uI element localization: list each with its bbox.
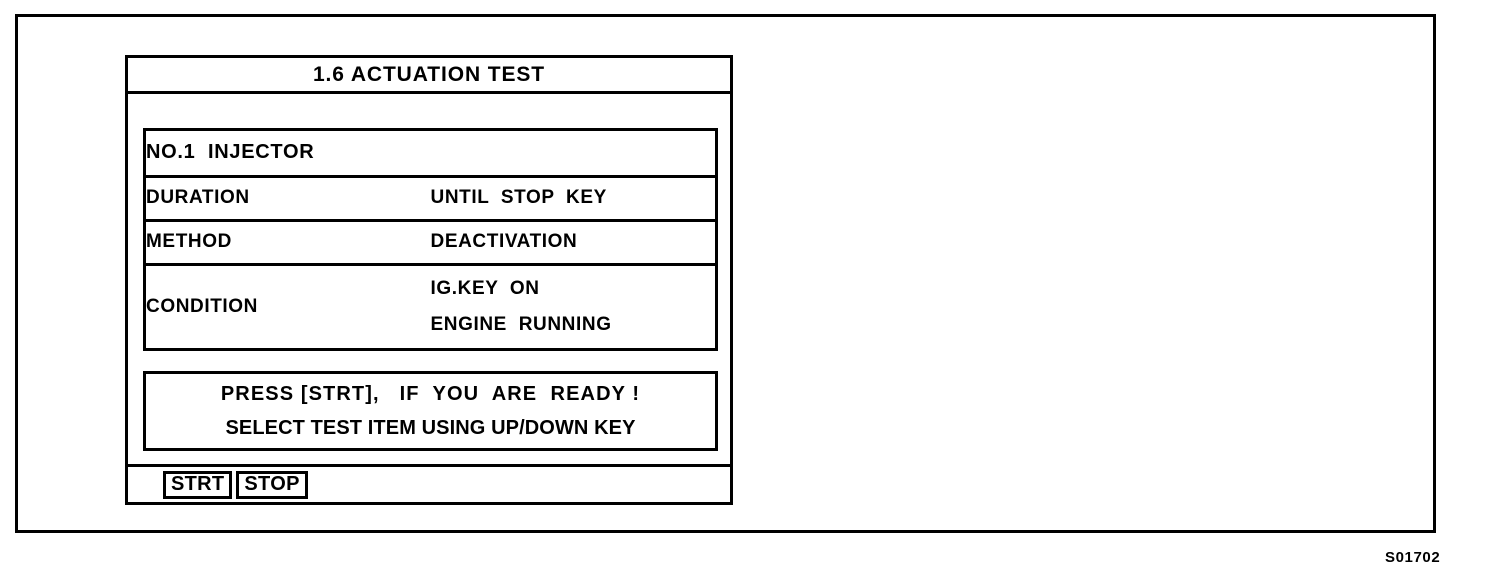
prompt-message-box: PRESS [STRT], IF YOU ARE READY ! SELECT … [143,371,718,451]
figure-frame: 1.6 ACTUATION TEST NO.1 INJECTOR DURATIO… [15,14,1436,533]
row-label-method: METHOD [146,231,232,252]
row-label-condition: CONDITION [146,264,431,348]
page-title: 1.6 ACTUATION TEST [312,62,546,86]
prompt-message-line-1: PRESS [STRT], IF YOU ARE READY ! [220,383,641,405]
table-row: CONDITION IG.KEY ON ENGINE RUNNING [146,264,715,348]
row-value-condition-line-1: IG.KEY ON [430,277,540,299]
row-label-duration: DURATION [146,187,250,208]
row-value-method: DEACTIVATION [430,231,578,252]
panel-title-bar: 1.6 ACTUATION TEST [128,58,730,94]
strt-button[interactable]: STRT [163,470,233,499]
test-item-name: NO.1 INJECTOR [146,141,315,164]
row-label-condition-text: CONDITION [146,295,259,317]
stop-button[interactable]: STOP [236,470,308,499]
scan-tool-screen-panel: 1.6 ACTUATION TEST NO.1 INJECTOR DURATIO… [125,55,733,505]
row-value-duration: UNTIL STOP KEY [430,187,607,208]
table-row: METHOD DEACTIVATION [146,220,715,264]
row-value-condition-line-2: ENGINE RUNNING [430,313,612,335]
test-parameters-table: NO.1 INJECTOR DURATION UNTIL STOP KEY ME… [143,128,718,351]
figure-reference-label: S01702 [1385,549,1441,566]
table-row: DURATION UNTIL STOP KEY [146,176,715,220]
table-row-header: NO.1 INJECTOR [146,131,715,176]
row-value-condition: IG.KEY ON ENGINE RUNNING [431,264,716,348]
prompt-message-line-2: SELECT TEST ITEM USING UP/DOWN KEY [225,417,636,439]
softkey-bar: STRT STOP [128,464,730,502]
